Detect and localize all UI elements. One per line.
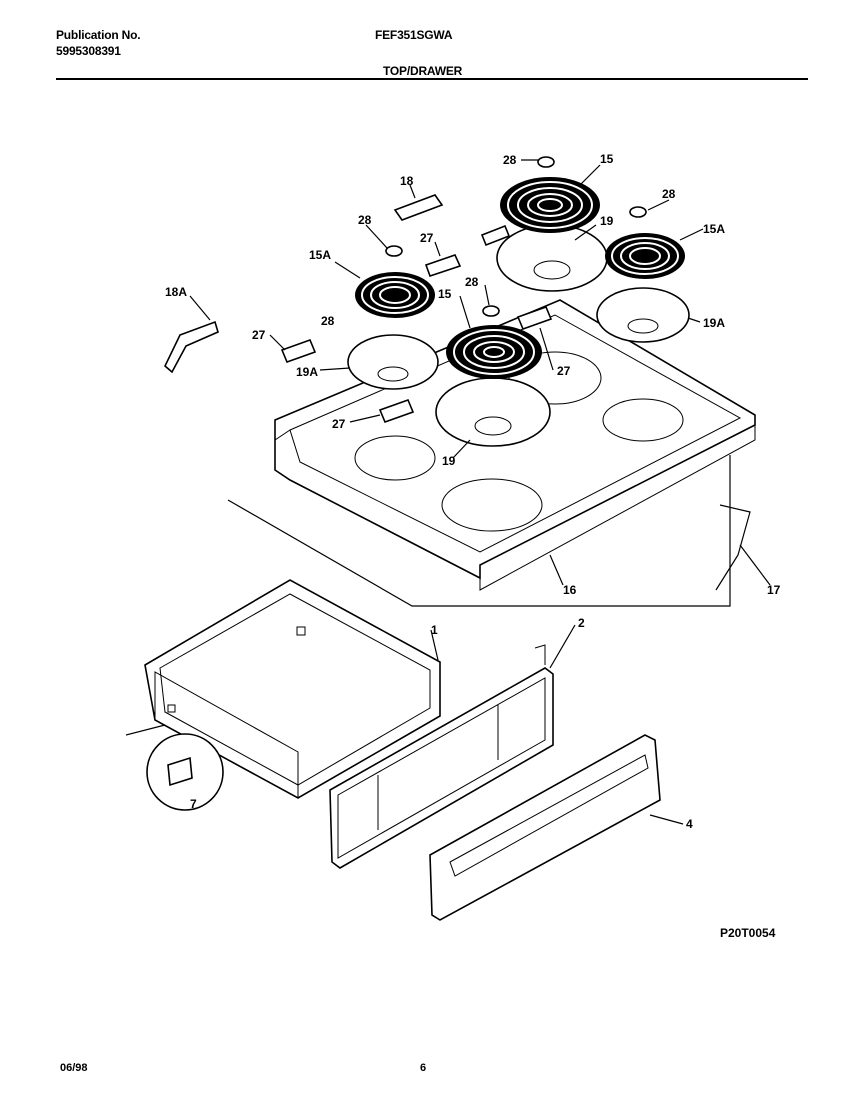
- callout-label: 19A: [703, 316, 725, 330]
- header-rule: [56, 78, 808, 80]
- guide-line: [227, 455, 731, 607]
- callout-label: 15: [438, 287, 452, 301]
- callout-label: 28: [465, 275, 479, 289]
- callout-label: 1: [431, 623, 438, 637]
- callout-label: 19A: [296, 365, 318, 379]
- callout-label: 16: [563, 583, 577, 597]
- callout-label: 28: [662, 187, 676, 201]
- drawer-front-part: [429, 734, 661, 921]
- callout-label: 19: [442, 454, 456, 468]
- callout-label: 17: [767, 583, 781, 597]
- callout-label: 19: [600, 214, 614, 228]
- callout-label: 28: [358, 213, 372, 227]
- callout-label: 4: [686, 817, 693, 831]
- callout-label: 27: [252, 328, 266, 342]
- callout-label: 28: [321, 314, 335, 328]
- callout-label: 2: [578, 616, 585, 630]
- drawer-part: [144, 579, 441, 799]
- publication-number: 5995308391: [56, 44, 121, 58]
- drip-bowls: [347, 224, 690, 447]
- callout-label: 7: [190, 797, 197, 811]
- callout-label: 27: [420, 231, 434, 245]
- diagram-reference-code: P20T0054: [720, 926, 776, 940]
- wire-part: [715, 504, 751, 591]
- leader-lines: [189, 159, 771, 825]
- callout-labels: 28 15 18 28 19 28 15A 28 27 15A 18A 28 1…: [165, 152, 781, 831]
- model-number: FEF351SGWA: [375, 28, 453, 42]
- callout-label: 18: [400, 174, 414, 188]
- callout-label: 15: [600, 152, 614, 166]
- publication-label: Publication No.: [56, 28, 141, 42]
- surface-elements: [355, 177, 685, 379]
- detail-circle: [125, 724, 224, 811]
- callout-label: 15A: [309, 248, 331, 262]
- callout-label: 28: [503, 153, 517, 167]
- section-title: TOP/DRAWER: [383, 64, 463, 78]
- callout-label: 15A: [703, 222, 725, 236]
- footer-date: 06/98: [60, 1062, 88, 1074]
- trim-caps: [385, 156, 647, 317]
- page-number: 6: [420, 1062, 427, 1074]
- receptacles: [164, 194, 553, 424]
- callout-label: 18A: [165, 285, 187, 299]
- callout-label: 27: [332, 417, 346, 431]
- callout-label: 27: [557, 364, 571, 378]
- drawer-panel-part: [329, 644, 554, 869]
